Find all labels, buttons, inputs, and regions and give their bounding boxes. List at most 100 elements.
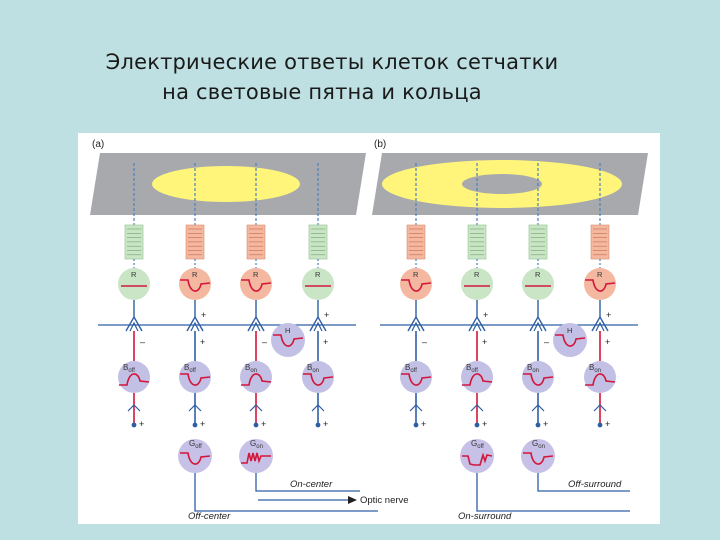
panel-b-bipolar-fork-1 <box>470 404 484 412</box>
panel-b-receptor-cell-0 <box>400 268 432 300</box>
panel-a-receptor-label-2: R <box>253 270 259 279</box>
panel-a-bipolar-label-1: Boff <box>184 363 196 374</box>
panel-a-bipolar-sign-3: + <box>323 419 328 429</box>
panel-a-bipolar-label-2: Bon <box>245 363 257 374</box>
panel-b-bipolar-terminal-3 <box>597 422 603 428</box>
panel-b-synapse-fork-3 <box>591 315 609 332</box>
panel-a-label: (a) <box>92 139 104 150</box>
panel-a-synapse-inner-1 <box>190 321 200 332</box>
panel-a-synapse-fork-0 <box>125 315 143 332</box>
panel-a-synapse-fork-3 <box>309 315 327 332</box>
panel-b-horizontal-label: H <box>567 326 572 335</box>
panel-a-sign-b-3: + <box>323 337 328 347</box>
panel-b-bipolar-terminal-0 <box>413 422 419 428</box>
panel-b-synapse-inner-2 <box>533 321 543 332</box>
panel-a-pathway-label-upper: On-center <box>290 479 333 490</box>
panel-a-synapse-inner-3 <box>313 321 323 332</box>
panel-b-ganglion-cell-1 <box>521 439 555 473</box>
panel-a-bipolar-fork-2 <box>249 404 263 412</box>
panel-b-bipolar-sign-2: + <box>543 419 548 429</box>
panel-a-sign-0: – <box>140 337 145 347</box>
panel-b-receptor-wave-3 <box>585 279 616 292</box>
panel-b-receptor-cell-3 <box>584 268 616 300</box>
panel-b-bipolar-wave-2 <box>523 373 554 386</box>
panel-a-receptor-cell-3 <box>302 268 334 300</box>
panel-a-ganglion-label-1: Gon <box>250 439 263 450</box>
panel-a-bipolar-cell-3 <box>302 361 334 393</box>
panel-b-ganglion-wave-1 <box>523 452 554 465</box>
panel-b-synapse-fork-0 <box>407 315 425 332</box>
optic-nerve-label: Optic nerve <box>360 495 409 506</box>
panel-a-bipolar-fork-1 <box>188 404 202 412</box>
panel-a-sign-1: + <box>201 310 206 320</box>
panel-a-bipolar-wave-1 <box>180 373 211 386</box>
panel-b-light-ring-hole <box>462 174 542 194</box>
slide-title-line1: Электрические ответы клеток сетчатки <box>105 50 559 74</box>
panel-b-sign-1: + <box>483 310 488 320</box>
panel-b-optic-fiber-lower <box>476 473 630 512</box>
panel-b-bipolar-fork-2 <box>531 404 545 412</box>
panel-a-sign-b-1: + <box>200 337 205 347</box>
panel-b-sign-2: – <box>544 337 549 347</box>
panel-b-label: (b) <box>374 139 386 150</box>
panel-a-receptor-wave-1 <box>180 279 211 292</box>
panel-b-pathway-label-lower: On-surround <box>458 511 512 522</box>
panel-a-horizontal-label: H <box>285 326 290 335</box>
panel-b-bipolar-sign-3: + <box>605 419 610 429</box>
panel-b-sign-b-3: + <box>605 337 610 347</box>
panel-a-receptor-cell-0 <box>118 268 150 300</box>
panel-a-bipolar-sign-1: + <box>200 419 205 429</box>
panel-b-ganglion-label-0: Goff <box>471 439 484 450</box>
panel-b-ganglion-label-1: Gon <box>532 439 545 450</box>
panel-b: (b)R–+R+++R–+R+++HOff-surroundOn-surroun… <box>372 139 648 522</box>
panel-a-bipolar-sign-0: + <box>139 419 144 429</box>
panel-b-bipolar-terminal-1 <box>474 422 480 428</box>
panel-b-bipolar-wave-1 <box>462 373 493 386</box>
panel-b-bipolar-terminal-2 <box>535 422 541 428</box>
panel-a-bipolar-label-3: Bon <box>307 363 319 374</box>
panel-a-bipolar-wave-2 <box>241 373 272 386</box>
panel-a-ganglion-wave-0 <box>180 452 211 465</box>
panel-a-synapse-inner-2 <box>251 321 261 332</box>
panel-a-optic-fiber-lower <box>194 473 378 512</box>
panel-a-optic-fiber-upper <box>255 473 360 492</box>
panel-b-bipolar-cell-0 <box>400 361 432 393</box>
optic-nerve-arrowhead <box>348 496 357 504</box>
panel-b-synapse-inner-1 <box>472 321 482 332</box>
panel-b-bipolar-cell-2 <box>522 361 554 393</box>
panel-b-bipolar-label-2: Bon <box>527 363 539 374</box>
panel-b-bipolar-fork-0 <box>409 404 423 412</box>
panel-b-synapse-inner-3 <box>595 321 605 332</box>
panel-a-ganglion-label-0: Goff <box>189 439 202 450</box>
panel-b-receptor-label-2: R <box>535 270 541 279</box>
panel-a-bipolar-terminal-2 <box>253 422 259 428</box>
panel-b-bipolar-wave-3 <box>585 373 616 386</box>
panel-a-receptor-wave-2 <box>241 279 272 292</box>
panel-a-bipolar-label-0: Boff <box>123 363 135 374</box>
panel-a-bipolar-fork-0 <box>127 404 141 412</box>
panel-b-sign-3: + <box>606 310 611 320</box>
panel-b-receptor-label-0: R <box>413 270 419 279</box>
panel-a-receptor-label-1: R <box>192 270 198 279</box>
panel-a-pathway-label-lower: Off-center <box>188 511 231 522</box>
panel-b-bipolar-label-1: Boff <box>466 363 478 374</box>
panel-a-horizontal-cell <box>271 323 305 357</box>
panel-a-bipolar-terminal-3 <box>315 422 321 428</box>
panel-b-bipolar-sign-1: + <box>482 419 487 429</box>
panel-a-bipolar-cell-1 <box>179 361 211 393</box>
panel-b-bipolar-fork-3 <box>593 404 607 412</box>
panel-a-ganglion-cell-0 <box>178 439 212 473</box>
panel-a-synapse-fork-2 <box>247 315 265 332</box>
panel-a-synapse-inner-0 <box>129 321 139 332</box>
panel-b-bipolar-label-3: Bon <box>589 363 601 374</box>
panel-b-receptor-cell-1 <box>461 268 493 300</box>
panel-b-synapse-fork-1 <box>468 315 486 332</box>
panel-b-horizontal-cell <box>553 323 587 357</box>
panel-b-ganglion-cell-0 <box>460 439 494 473</box>
panel-b-synapse-fork-2 <box>529 315 547 332</box>
panel-b-receptor-cell-2 <box>522 268 554 300</box>
panel-b-sign-b-1: + <box>482 337 487 347</box>
panel-a-sign-2: – <box>262 337 267 347</box>
